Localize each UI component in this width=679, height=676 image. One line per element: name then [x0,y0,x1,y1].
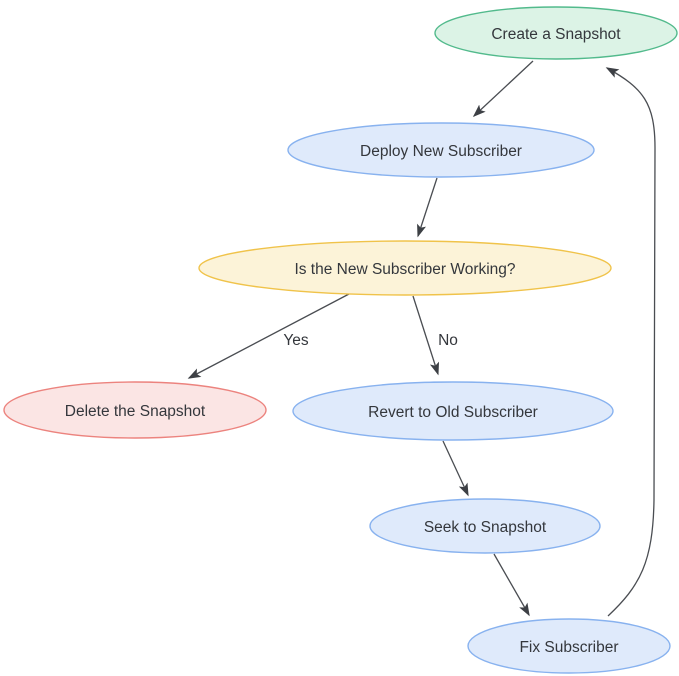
node-deploy-new-subscriber-label: Deploy New Subscriber [360,143,522,160]
node-revert-to-old-subscriber-label: Revert to Old Subscriber [368,404,538,421]
node-fix-subscriber-label: Fix Subscriber [519,639,618,656]
node-seek-to-snapshot: Seek to Snapshot [369,498,601,554]
node-is-the-new-subscriber-working: Is the New Subscriber Working? [198,240,612,296]
node-delete-the-snapshot-shape [3,381,267,439]
edge-working-to-revert-no [412,295,440,376]
node-revert-to-old-subscriber: Revert to Old Subscriber [292,381,614,441]
node-fix-subscriber: Fix Subscriber [467,618,671,674]
edge-working-to-delete-yes [187,293,350,379]
node-deploy-new-subscriber: Deploy New Subscriber [287,122,595,178]
node-delete-the-snapshot-label: Delete the Snapshot [65,403,206,420]
node-fix-subscriber-shape [467,618,671,674]
edge-seek-to-fix [493,553,530,617]
node-delete-the-snapshot: Delete the Snapshot [3,381,267,439]
edge-fix-to-create-loop [605,67,656,617]
node-create-a-snapshot: Create a Snapshot [434,6,678,60]
node-deploy-new-subscriber-shape [287,122,595,178]
node-revert-to-old-subscriber-shape [292,381,614,441]
node-is-the-new-subscriber-working-shape [198,240,612,296]
node-seek-to-snapshot-label: Seek to Snapshot [424,519,547,536]
edge-label-no: No [438,332,458,349]
node-is-the-new-subscriber-working-label: Is the New Subscriber Working? [294,261,515,278]
edge-create-to-deploy [472,60,534,118]
node-seek-to-snapshot-shape [369,498,601,554]
edge-label-yes: Yes [283,332,309,349]
edge-revert-to-seek [442,440,469,497]
node-create-a-snapshot-label: Create a Snapshot [491,26,621,43]
edge-group [187,60,656,617]
node-create-a-snapshot-shape [434,6,678,60]
edge-deploy-to-working [417,177,438,238]
